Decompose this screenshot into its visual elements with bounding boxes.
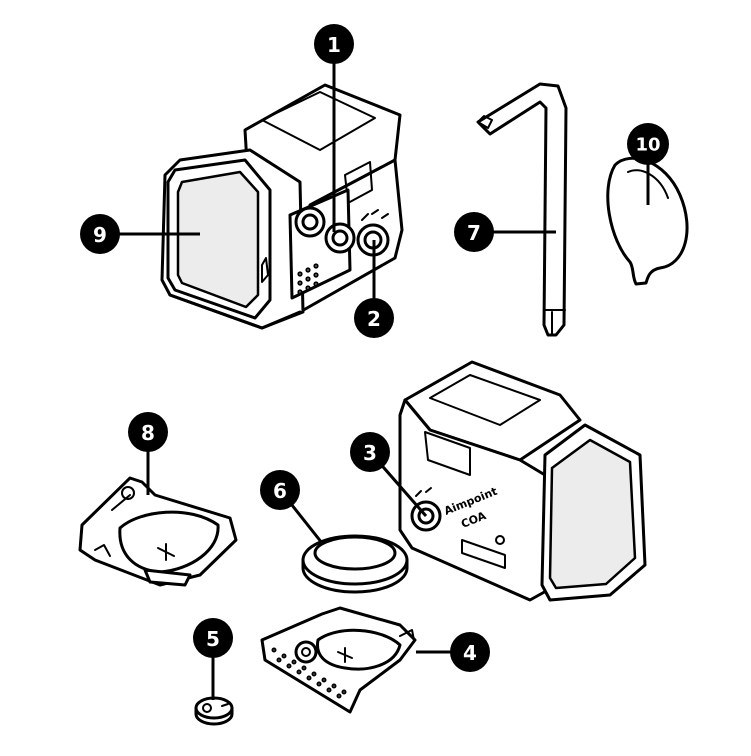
callout-7-number: 7 bbox=[467, 221, 481, 245]
callout-5-number: 5 bbox=[206, 627, 220, 651]
callout-4-number: 4 bbox=[463, 641, 477, 665]
callout-8-number: 8 bbox=[141, 421, 155, 445]
mount-plate-4 bbox=[260, 606, 417, 714]
callout-3: 3 bbox=[350, 432, 390, 472]
callout-7: 7 bbox=[454, 212, 494, 252]
callout-6-number: 6 bbox=[273, 479, 287, 503]
mount-plate-8 bbox=[78, 476, 238, 587]
callout-1: 1 bbox=[314, 24, 354, 64]
mount-screw bbox=[194, 696, 234, 726]
spacer-ring bbox=[301, 534, 409, 594]
button-down bbox=[324, 222, 356, 254]
callout-8: 8 bbox=[128, 412, 168, 452]
callout-1-number: 1 bbox=[327, 33, 341, 57]
callout-10: 10 bbox=[627, 123, 669, 165]
callout-9-number: 9 bbox=[93, 223, 107, 247]
callout-4: 4 bbox=[450, 632, 490, 672]
front-lens bbox=[176, 170, 260, 309]
callout-10-number: 10 bbox=[635, 135, 660, 156]
callout-3-number: 3 bbox=[363, 441, 377, 465]
torx-key bbox=[476, 82, 568, 337]
sight-side-view bbox=[398, 360, 647, 602]
callout-5: 5 bbox=[193, 618, 233, 658]
callout-9: 9 bbox=[80, 214, 120, 254]
callout-2: 2 bbox=[354, 298, 394, 338]
button-up bbox=[294, 206, 326, 238]
callout-6: 6 bbox=[260, 470, 300, 510]
lens-cover bbox=[606, 156, 689, 286]
callout-2-number: 2 bbox=[367, 307, 381, 331]
sight-front-view bbox=[160, 83, 404, 330]
